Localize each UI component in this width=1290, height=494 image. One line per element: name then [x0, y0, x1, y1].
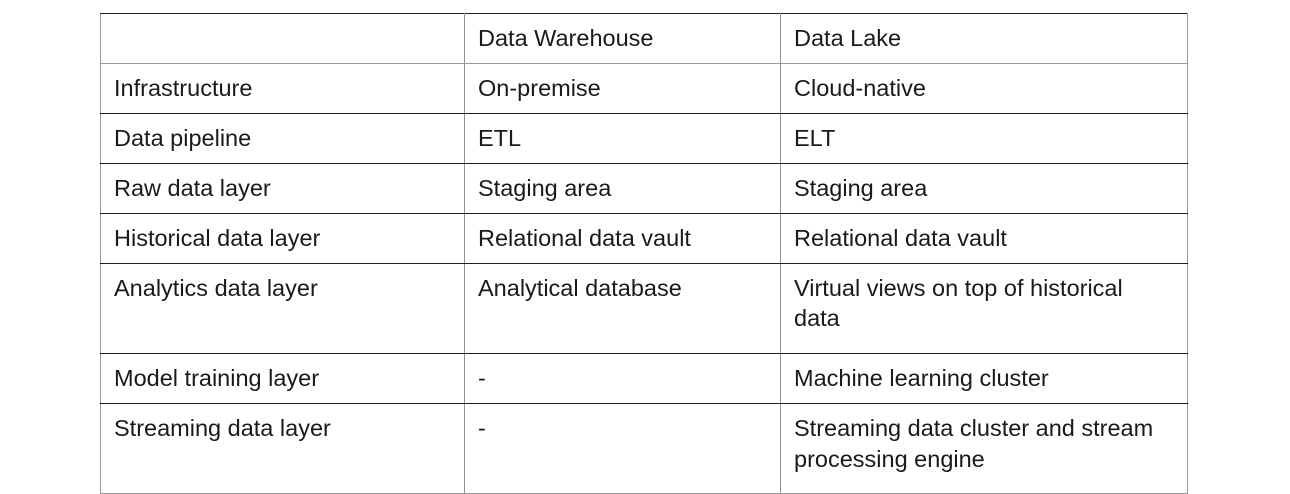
- table-row: Raw data layer Staging area Staging area: [100, 163, 1188, 215]
- table-row: Data pipeline ETL ELT: [100, 113, 1188, 165]
- cell-warehouse-historical-data-layer: Relational data vault: [464, 213, 781, 265]
- table-row: Infrastructure On-premise Cloud-native: [100, 63, 1188, 115]
- table-row: Analytics data layer Analytical database…: [100, 263, 1188, 355]
- cell-lake-model-training-layer: Machine learning cluster: [780, 353, 1188, 405]
- header-cell-blank: [100, 12, 465, 65]
- cell-warehouse-infrastructure: On-premise: [464, 63, 781, 115]
- cell-warehouse-data-pipeline: ETL: [464, 113, 781, 165]
- comparison-table: Data Warehouse Data Lake Infrastructure …: [100, 12, 1188, 494]
- cell-warehouse-model-training-layer: -: [464, 353, 781, 405]
- cell-lake-historical-data-layer: Relational data vault: [780, 213, 1188, 265]
- header-cell-data-warehouse: Data Warehouse: [464, 12, 781, 65]
- cell-lake-streaming-data-layer: Streaming data cluster and stream proces…: [780, 403, 1188, 494]
- cell-lake-raw-data-layer: Staging area: [780, 163, 1188, 215]
- row-label-raw-data-layer: Raw data layer: [100, 163, 465, 215]
- cell-lake-data-pipeline: ELT: [780, 113, 1188, 165]
- table-body: Infrastructure On-premise Cloud-native D…: [100, 63, 1188, 494]
- header-cell-data-lake: Data Lake: [780, 12, 1188, 65]
- table-row: Historical data layer Relational data va…: [100, 213, 1188, 265]
- table-row: Streaming data layer - Streaming data cl…: [100, 403, 1188, 494]
- table-row: Model training layer - Machine learning …: [100, 353, 1188, 405]
- row-label-historical-data-layer: Historical data layer: [100, 213, 465, 265]
- cell-lake-analytics-data-layer: Virtual views on top of historical data: [780, 263, 1188, 355]
- cell-warehouse-streaming-data-layer: -: [464, 403, 781, 494]
- table-header-row: Data Warehouse Data Lake: [100, 12, 1188, 65]
- row-label-data-pipeline: Data pipeline: [100, 113, 465, 165]
- table-header: Data Warehouse Data Lake: [100, 12, 1188, 65]
- row-label-model-training-layer: Model training layer: [100, 353, 465, 405]
- row-label-infrastructure: Infrastructure: [100, 63, 465, 115]
- cell-warehouse-analytics-data-layer: Analytical database: [464, 263, 781, 355]
- cell-lake-infrastructure: Cloud-native: [780, 63, 1188, 115]
- cell-warehouse-raw-data-layer: Staging area: [464, 163, 781, 215]
- row-label-streaming-data-layer: Streaming data layer: [100, 403, 465, 494]
- row-label-analytics-data-layer: Analytics data layer: [100, 263, 465, 355]
